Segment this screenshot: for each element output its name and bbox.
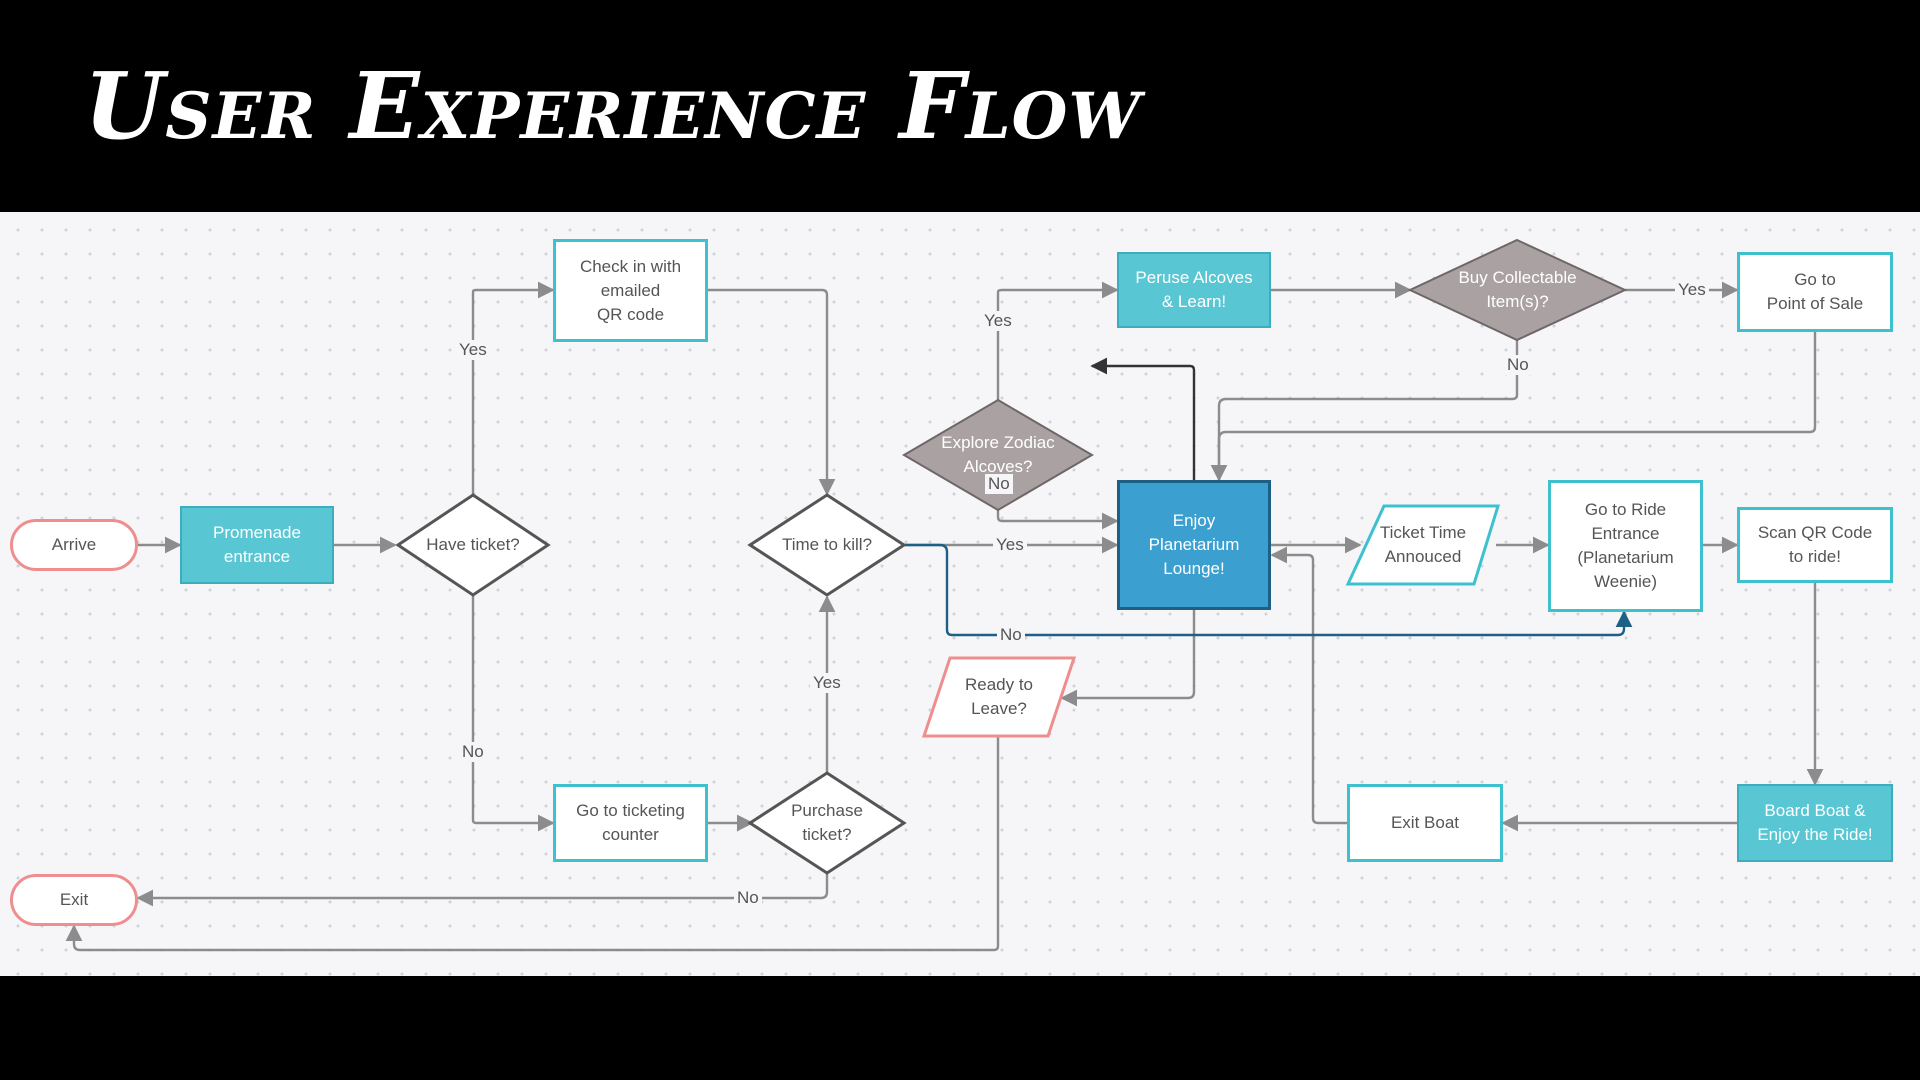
page-title: User Experience Flow <box>84 52 1142 160</box>
node-enjoy-planetarium: Enjoy Planetarium Lounge! <box>1117 480 1271 610</box>
node-buy-collectable: Buy Collectable Item(s)? <box>1458 268 1577 311</box>
parallelogram-ready-to-leave <box>921 656 1077 738</box>
title-bar: User Experience Flow <box>0 0 1920 212</box>
node-exit-boat: Exit Boat <box>1347 784 1503 862</box>
node-purchase-ticket: Purchase ticket? <box>791 801 863 844</box>
label-buy-yes: Yes <box>1675 280 1709 300</box>
node-ticket-time: Ticket Time Annouced <box>1379 523 1467 566</box>
label-explore-yes: Yes <box>981 311 1015 331</box>
node-arrive: Arrive <box>10 519 138 571</box>
edge-pos-enjoy <box>1217 332 1817 480</box>
edge-purchase-exit <box>136 873 829 907</box>
edge-checkin-time <box>708 288 836 496</box>
edge-enjoy-explore <box>1090 357 1196 480</box>
label-have-yes: Yes <box>456 340 490 360</box>
edge-have-ticketing <box>471 595 555 832</box>
label-time-no: No <box>997 625 1025 645</box>
node-time-to-kill: Time to kill? <box>781 535 873 554</box>
node-point-of-sale: Go to Point of Sale <box>1737 252 1893 332</box>
edge-explore-enjoy <box>996 510 1119 530</box>
edge-buy-enjoy <box>1210 340 1519 482</box>
edge-explore-peruse <box>996 281 1119 400</box>
diamond-time-to-kill <box>747 493 907 597</box>
edge-have-checkin <box>471 281 555 495</box>
diamond-have-ticket <box>395 493 551 597</box>
node-exit: Exit <box>10 874 138 926</box>
label-time-yes: Yes <box>993 535 1027 555</box>
node-peruse-alcoves: Peruse Alcoves & Learn! <box>1117 252 1271 328</box>
edge-enjoy-ready <box>1060 610 1196 707</box>
node-ride-entrance: Go to Ride Entrance (Planetarium Weenie) <box>1548 480 1703 612</box>
flowchart-connectors <box>65 238 1824 952</box>
label-have-no: No <box>459 742 487 762</box>
node-ticketing-counter: Go to ticketing counter <box>553 784 708 862</box>
node-check-in: Check in with emailed QR code <box>553 239 708 342</box>
edge-exitboat-enjoy <box>1270 546 1347 825</box>
node-explore-zodiac: Explore Zodiac Alcoves? <box>941 433 1055 476</box>
node-ready-to-leave: Ready to Leave? <box>964 675 1034 718</box>
label-explore-no: No <box>985 474 1013 494</box>
node-board-boat: Board Boat & Enjoy the Ride! <box>1737 784 1893 862</box>
parallelogram-ticket-time <box>1345 504 1501 586</box>
node-promenade-entrance: Promenade entrance <box>180 506 334 584</box>
flowchart-canvas: Arrive Promenade entrance Have ticket? C… <box>0 212 1920 976</box>
diamond-purchase-ticket <box>747 771 907 875</box>
label-purchase-no: No <box>734 888 762 908</box>
edge-ready-exit <box>65 736 1000 952</box>
node-scan-qr: Scan QR Code to ride! <box>1737 507 1893 583</box>
label-buy-no: No <box>1504 355 1532 375</box>
node-have-ticket: Have ticket? <box>426 535 520 554</box>
bottom-bar <box>0 976 1920 1080</box>
diamond-explore-zodiac <box>902 398 1094 512</box>
diamond-buy-collectable <box>1407 238 1628 342</box>
label-purchase-yes: Yes <box>810 673 844 693</box>
edge-time-ride <box>904 543 1633 637</box>
